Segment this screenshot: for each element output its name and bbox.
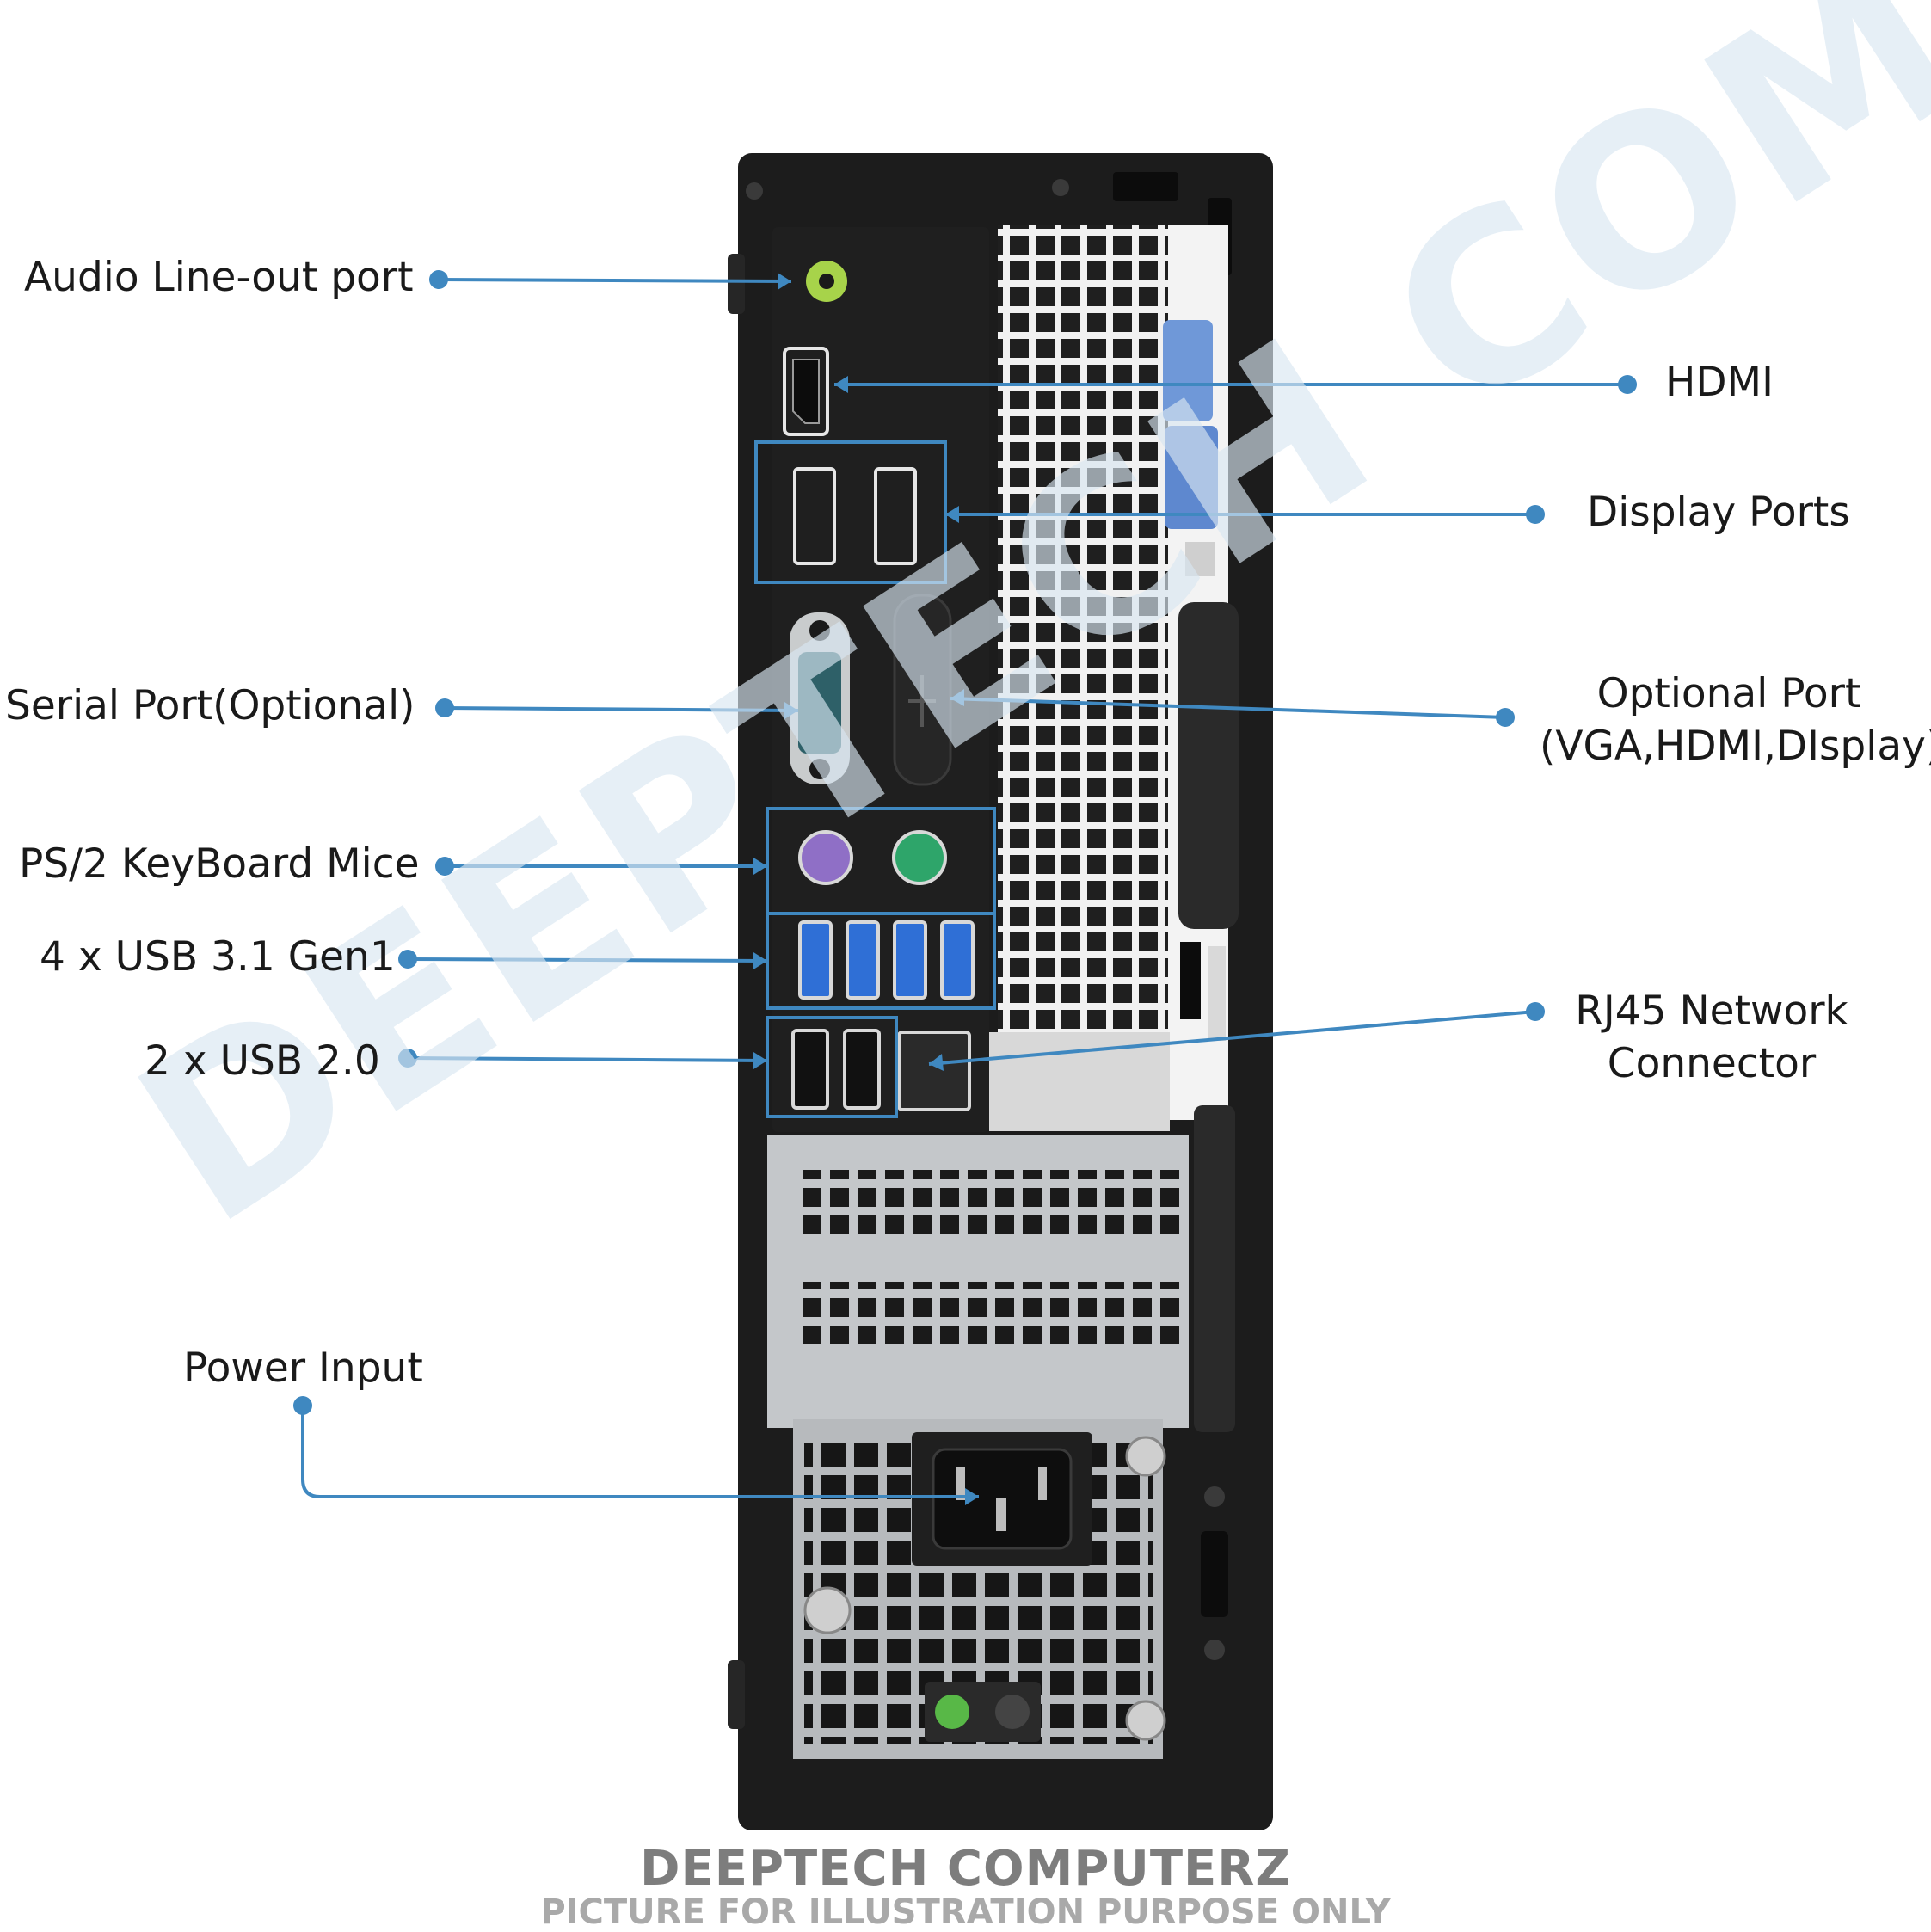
callout-line-serial [444,706,799,712]
arrowhead [778,273,791,290]
psu-screw [1125,1700,1166,1741]
audio-jack-hole [819,274,834,289]
serial-port [798,652,841,754]
usb3-port [846,920,880,1000]
power-socket-pin [996,1498,1006,1531]
label-hdmi: HDMI [1665,359,1774,406]
label-display-ports: Display Ports [1587,489,1850,536]
arrowhead [834,376,848,393]
hdmi-port [783,347,829,436]
psu-test-button [995,1695,1030,1729]
callout-dots [293,270,1637,1415]
clip-latch [1185,542,1215,576]
chassis-left-edge [728,1660,745,1729]
label-audio-line-out: Audio Line-out port [24,254,414,301]
pci-slot-cover [802,1170,1184,1239]
side-slot [1201,1531,1228,1617]
arrowhead [929,1054,944,1071]
displayport [874,467,917,565]
power-socket-pin [1038,1467,1047,1500]
top-vent-grille [998,225,1168,1129]
blue-release-clip [1165,426,1218,529]
side-slot [1180,942,1201,1019]
callout-dot [398,950,417,969]
displayports-highlight [754,440,947,584]
serial-screw [809,759,830,779]
expansion-bracket [1194,1105,1235,1432]
callout-line-optional [950,697,1506,719]
label-optional-port: Optional Port (VGA,HDMI,DIsplay) [1540,668,1931,772]
side-slot [1208,946,1226,1041]
serial-screw [809,620,830,641]
io-panel [772,227,989,1132]
callout-arrowheads [753,273,979,1505]
label-usb31: 4 x USB 3.1 Gen1 [40,933,396,981]
ps2-keyboard-port [798,830,853,885]
ps2-mouse-port [892,830,947,885]
label-optional-port-line2: (VGA,HDMI,DIsplay) [1540,723,1931,771]
psu-screw [1125,1436,1166,1477]
callout-dot [429,270,448,289]
screw [1204,1640,1225,1660]
usb3-port [798,920,833,1000]
io-panel-side [989,1032,1170,1131]
arrowhead [945,506,959,523]
usb2-port [791,1029,829,1110]
label-rj45-line2: Connector [1607,1040,1817,1088]
callout-line-rj45 [928,1010,1536,1066]
callout-dot [293,1396,312,1415]
callout-dot [1618,375,1637,394]
displayport [793,467,836,565]
psu-test-led [935,1695,969,1729]
psu-screw [803,1586,852,1634]
rj45-port [897,1031,971,1111]
chassis-left-edge [728,254,745,314]
screw [746,182,763,200]
footer-brand: DEEPTECH COMPUTERZ [639,1841,1292,1897]
label-serial-port: Serial Port(Optional) [5,682,415,729]
footer-disclaimer: PICTURE FOR ILLUSTRATION PURPOSE ONLY [540,1892,1391,1932]
arrowhead [784,702,798,719]
callout-dot [435,857,454,876]
blue-release-clip [1163,320,1213,421]
callout-line-audio [438,278,792,283]
label-rj45-line1: RJ45 Network [1575,988,1848,1035]
side-handle [1178,602,1239,929]
label-power-input: Power Input [183,1344,423,1392]
callout-line-usb31 [407,957,768,963]
arrowhead [753,1052,767,1069]
power-socket-pin [956,1467,965,1500]
hdmi-port-slot [792,359,820,424]
label-optional-port-line1: Optional Port [1596,670,1861,717]
callout-lines [301,278,1627,1498]
label-ps2: PS/2 KeyBoard Mice [19,840,420,888]
usb3-port [940,920,975,1000]
usb3-port [893,920,927,1000]
callout-dot [435,698,454,717]
screw [1204,1486,1225,1507]
arrowhead [753,858,767,875]
callout-line-usb20 [407,1056,768,1062]
callout-dot [1496,708,1515,727]
pci-slot-cover [802,1282,1184,1352]
callout-dot [398,1049,417,1068]
callout-dot [1526,505,1545,524]
callout-dot [1526,1002,1545,1021]
arrowhead [950,689,964,706]
label-usb20: 2 x USB 2.0 [145,1037,380,1085]
usb2-port [843,1029,881,1110]
arrowhead [753,952,767,969]
label-rj45: RJ45 Network Connector [1548,985,1875,1090]
screw [1052,179,1069,196]
arrowhead [965,1488,979,1505]
callout-line-power [301,1406,979,1498]
usb2-highlight [766,1016,898,1118]
lock-slot [1113,172,1178,201]
